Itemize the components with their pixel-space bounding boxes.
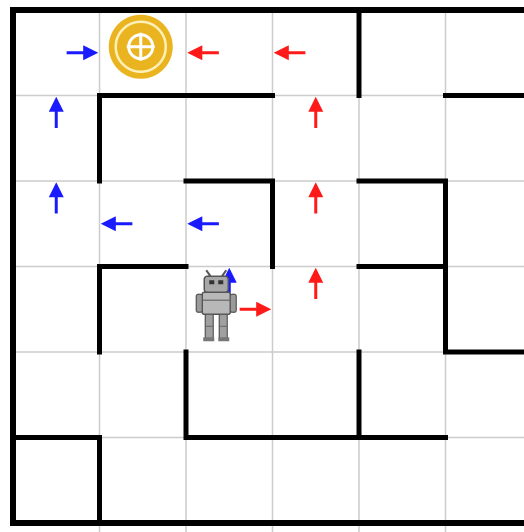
gold-coin-icon	[109, 15, 173, 79]
